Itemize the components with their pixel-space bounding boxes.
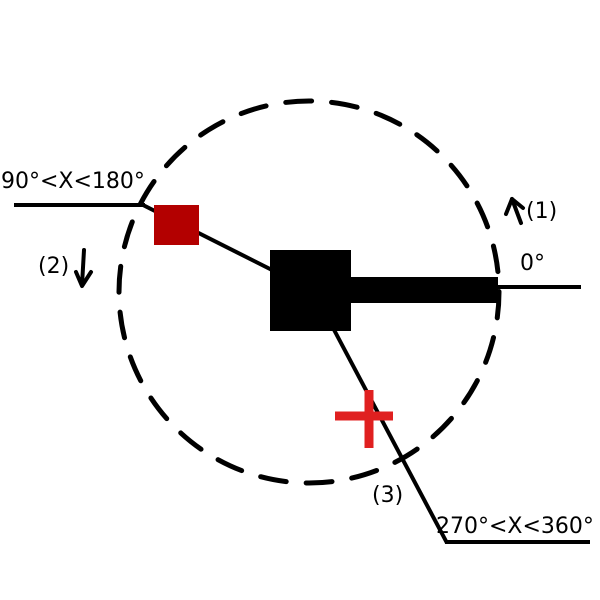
lower-right-diagonal: [330, 325, 449, 544]
red-plus-marker: [335, 390, 393, 448]
step-3-label: (3): [372, 483, 403, 508]
step-2-label: (2): [38, 254, 69, 279]
zero-degree-label: 0°: [520, 251, 545, 276]
center-block: [270, 250, 351, 331]
right-arm: [340, 277, 498, 303]
step-1-label: (1): [526, 199, 557, 224]
red-square-marker: [154, 205, 199, 245]
arrow-up-icon: [504, 197, 525, 225]
arrow-down-icon: [74, 248, 93, 288]
range-lower-right-label: 270°<X<360°: [436, 514, 594, 539]
range-upper-left-label: 90°<X<180°: [1, 169, 145, 194]
rotation-circle: [116, 98, 502, 486]
